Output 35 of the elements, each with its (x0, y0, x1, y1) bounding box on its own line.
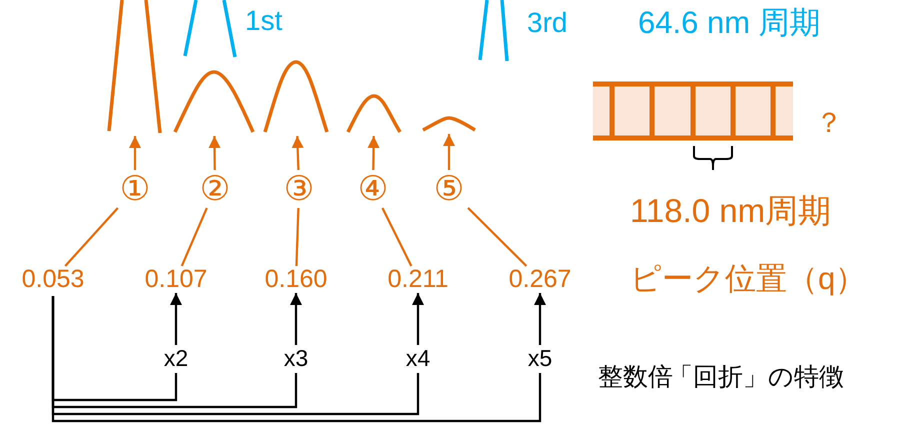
peak-label: 1st (245, 6, 282, 37)
multiplier-label: x2 (158, 345, 194, 371)
multiplier-label: x5 (522, 345, 558, 371)
peak-number: ③ (280, 170, 318, 208)
arrow (292, 136, 304, 170)
peak-number: ④ (354, 170, 392, 208)
arrow (443, 134, 455, 170)
arrow (208, 136, 221, 170)
arrow (290, 293, 302, 345)
arrow (129, 136, 141, 170)
q-value: 0.267 (500, 266, 580, 293)
arrow (170, 293, 182, 345)
peak-label: 3rd (527, 8, 568, 39)
connector-line (52, 296, 542, 422)
question-mark: ？ (815, 108, 843, 139)
multiplier-label: x3 (278, 345, 314, 371)
multiplier-label: x4 (400, 345, 436, 371)
peak-number: ② (196, 170, 234, 208)
peak-number: ① (116, 170, 154, 208)
connector-line (467, 207, 528, 267)
connector-line (381, 208, 412, 266)
connector-line (180, 208, 208, 266)
arrow (534, 293, 546, 345)
peak-number: ⑤ (430, 170, 468, 208)
period-label: 64.6 nm 周期 (638, 6, 821, 40)
axis-caption: ピーク位置（q） (630, 262, 866, 296)
q-value: 0.211 (378, 266, 458, 293)
arrow (368, 136, 380, 170)
period-label: 118.0 nm周期 (630, 193, 832, 230)
q-value: 0.053 (13, 266, 93, 293)
arrow (412, 293, 424, 345)
q-value: 0.160 (256, 266, 336, 293)
connector-line (295, 208, 300, 266)
q-value: 0.107 (136, 266, 216, 293)
connector-line (64, 207, 119, 267)
